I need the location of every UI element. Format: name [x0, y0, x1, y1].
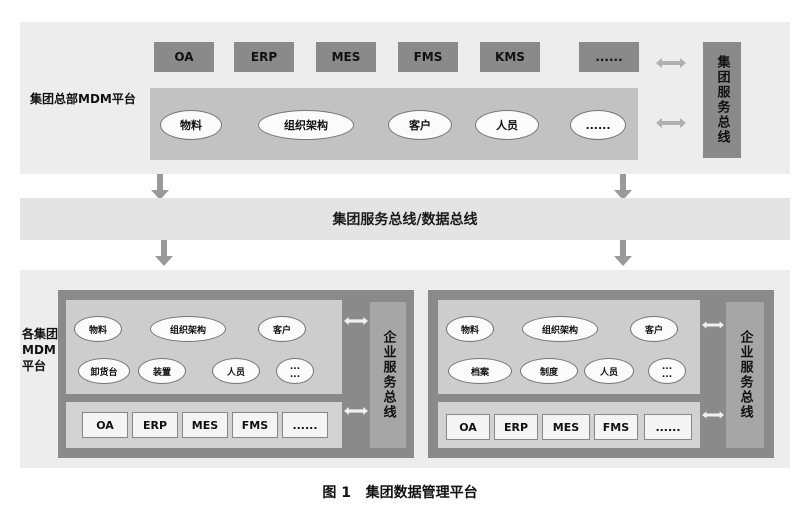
system-oa: OA [82, 412, 128, 438]
down-arrow-icon [155, 240, 173, 266]
double-arrow-icon [344, 317, 368, 325]
master-unloading-dock: 卸货台 [78, 358, 130, 384]
master-more: ...... [570, 110, 626, 140]
master-material: 物料 [74, 316, 122, 342]
system-mes: MES [182, 412, 228, 438]
system-fms: FMS [398, 42, 458, 72]
down-arrow-icon [614, 174, 632, 200]
master-org-structure: 组织架构 [522, 316, 598, 342]
double-arrow-icon [344, 407, 368, 415]
enterprise-service-bus-left: 企业服务总线 [370, 302, 406, 448]
system-mes: MES [542, 414, 590, 440]
master-personnel: 人员 [212, 358, 260, 384]
master-customer: 客户 [630, 316, 678, 342]
master-customer: 客户 [258, 316, 306, 342]
system-oa: OA [154, 42, 214, 72]
figure-caption: 图 1 集团数据管理平台 [322, 485, 478, 501]
master-material: 物料 [446, 316, 494, 342]
double-arrow-icon [702, 411, 724, 419]
group-service-bus: 集团服务总线 [703, 42, 741, 158]
double-arrow-icon [656, 118, 686, 128]
enterprise-service-bus-right: 企业服务总线 [726, 302, 764, 448]
master-personnel: 人员 [584, 358, 634, 384]
master-org-structure: 组织架构 [258, 110, 354, 140]
master-material: 物料 [160, 110, 222, 140]
master-personnel: 人员 [475, 110, 539, 140]
service-data-bus-band: 集团服务总线/数据总线 [20, 198, 790, 240]
system-fms: FMS [594, 414, 638, 440]
double-arrow-icon [656, 58, 686, 68]
system-fms: FMS [232, 412, 278, 438]
system-more: ...... [282, 412, 328, 438]
system-erp: ERP [132, 412, 178, 438]
group-hq-label: 集团总部MDM平台 [30, 92, 136, 106]
master-customer: 客户 [388, 110, 452, 140]
master-more: ... ... [276, 358, 314, 384]
system-erp: ERP [494, 414, 538, 440]
system-mes: MES [316, 42, 376, 72]
enterprise-service-bus-label: 企业服务总线 [737, 330, 753, 420]
down-arrow-icon [614, 240, 632, 266]
system-kms: KMS [480, 42, 540, 72]
master-more: ... ... [648, 358, 686, 384]
master-org-structure: 组织架构 [150, 316, 226, 342]
system-more: ...... [644, 414, 692, 440]
master-archive: 档案 [448, 358, 512, 384]
enterprise-service-bus-label: 企业服务总线 [380, 330, 396, 420]
master-regulation: 制度 [520, 358, 578, 384]
master-device: 装置 [138, 358, 186, 384]
group-service-bus-label: 集团服务总线 [714, 55, 730, 145]
system-erp: ERP [234, 42, 294, 72]
system-more: ...... [579, 42, 639, 72]
subsidiary-label: 各集团MDM平台 [22, 327, 59, 373]
down-arrow-icon [151, 174, 169, 200]
service-data-bus-label: 集团服务总线/数据总线 [332, 212, 478, 228]
double-arrow-icon [702, 321, 724, 329]
system-oa: OA [446, 414, 490, 440]
